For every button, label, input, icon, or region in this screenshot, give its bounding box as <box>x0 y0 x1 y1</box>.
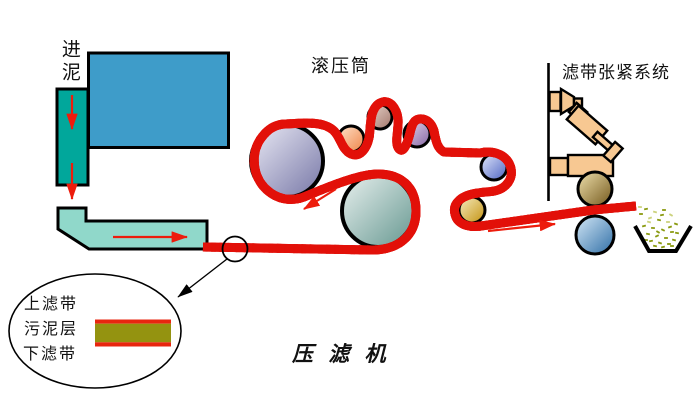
cake-speckle <box>638 205 642 209</box>
cake-speckle <box>667 243 671 245</box>
cake-speckle <box>652 244 658 248</box>
cake-speckle <box>674 231 680 235</box>
cake-speckle <box>643 207 649 211</box>
cake-speckle <box>647 216 653 220</box>
detail-leader-arrow <box>177 258 228 298</box>
belt-return-arrow <box>303 188 337 210</box>
cake-speckle <box>670 230 674 234</box>
cake-container <box>633 224 693 253</box>
belt-sandwich-detail <box>95 319 171 347</box>
detail-callout-circle <box>221 235 249 263</box>
cake-speckle <box>639 213 643 215</box>
belt-tension-assembly <box>548 86 625 178</box>
cake-speckle <box>657 241 663 245</box>
flow-arrows <box>66 95 557 243</box>
cake-speckle <box>646 220 652 224</box>
sludge-layer-label: 污泥层 <box>24 321 79 338</box>
sludge-trough <box>56 206 209 251</box>
cake-speckle <box>645 232 651 236</box>
discharge-flow-arrow <box>487 219 557 233</box>
cake-speckle <box>655 230 661 234</box>
lower-belt-label: 下滤带 <box>23 346 78 363</box>
cake-speckle <box>667 225 673 229</box>
cake-speckle <box>656 218 662 222</box>
tension-roller-gold <box>576 170 614 208</box>
cake-speckle <box>651 226 655 230</box>
feed-tank-box <box>87 51 230 149</box>
press-rollers-label: 滚压筒 <box>311 56 371 76</box>
filter-belt <box>203 102 636 255</box>
cake-speckle <box>662 209 666 211</box>
cake-speckle <box>671 238 677 242</box>
cake-speckles <box>638 205 680 249</box>
upper-belt-bar <box>95 319 171 324</box>
cake-speckle <box>660 228 666 232</box>
tension-lower-mount <box>548 156 570 177</box>
cake-speckle <box>659 213 665 217</box>
feed-sludge-label: 进泥 <box>58 39 80 85</box>
cake-speckle <box>641 224 647 228</box>
upper-belt-label: 上滤带 <box>24 296 79 313</box>
tension-system-label: 滤带张紧系统 <box>562 63 670 82</box>
discharge-roller-blue <box>574 214 616 256</box>
sludge-layer-bar <box>95 323 171 343</box>
cake-speckle <box>668 213 674 217</box>
cake-speckle <box>666 221 670 223</box>
cake-speckle <box>664 237 668 239</box>
cake-speckle <box>654 234 660 238</box>
cake-speckle <box>652 210 658 214</box>
lower-belt-bar <box>95 342 171 347</box>
cake-speckle <box>673 222 679 226</box>
cake-speckle <box>670 245 674 247</box>
cake-speckle <box>660 245 666 249</box>
cylinder-foot <box>601 140 625 164</box>
diagram-title: 压 滤 机 <box>292 342 391 366</box>
cake-speckle <box>648 239 654 243</box>
tension-top-mount <box>548 90 562 113</box>
